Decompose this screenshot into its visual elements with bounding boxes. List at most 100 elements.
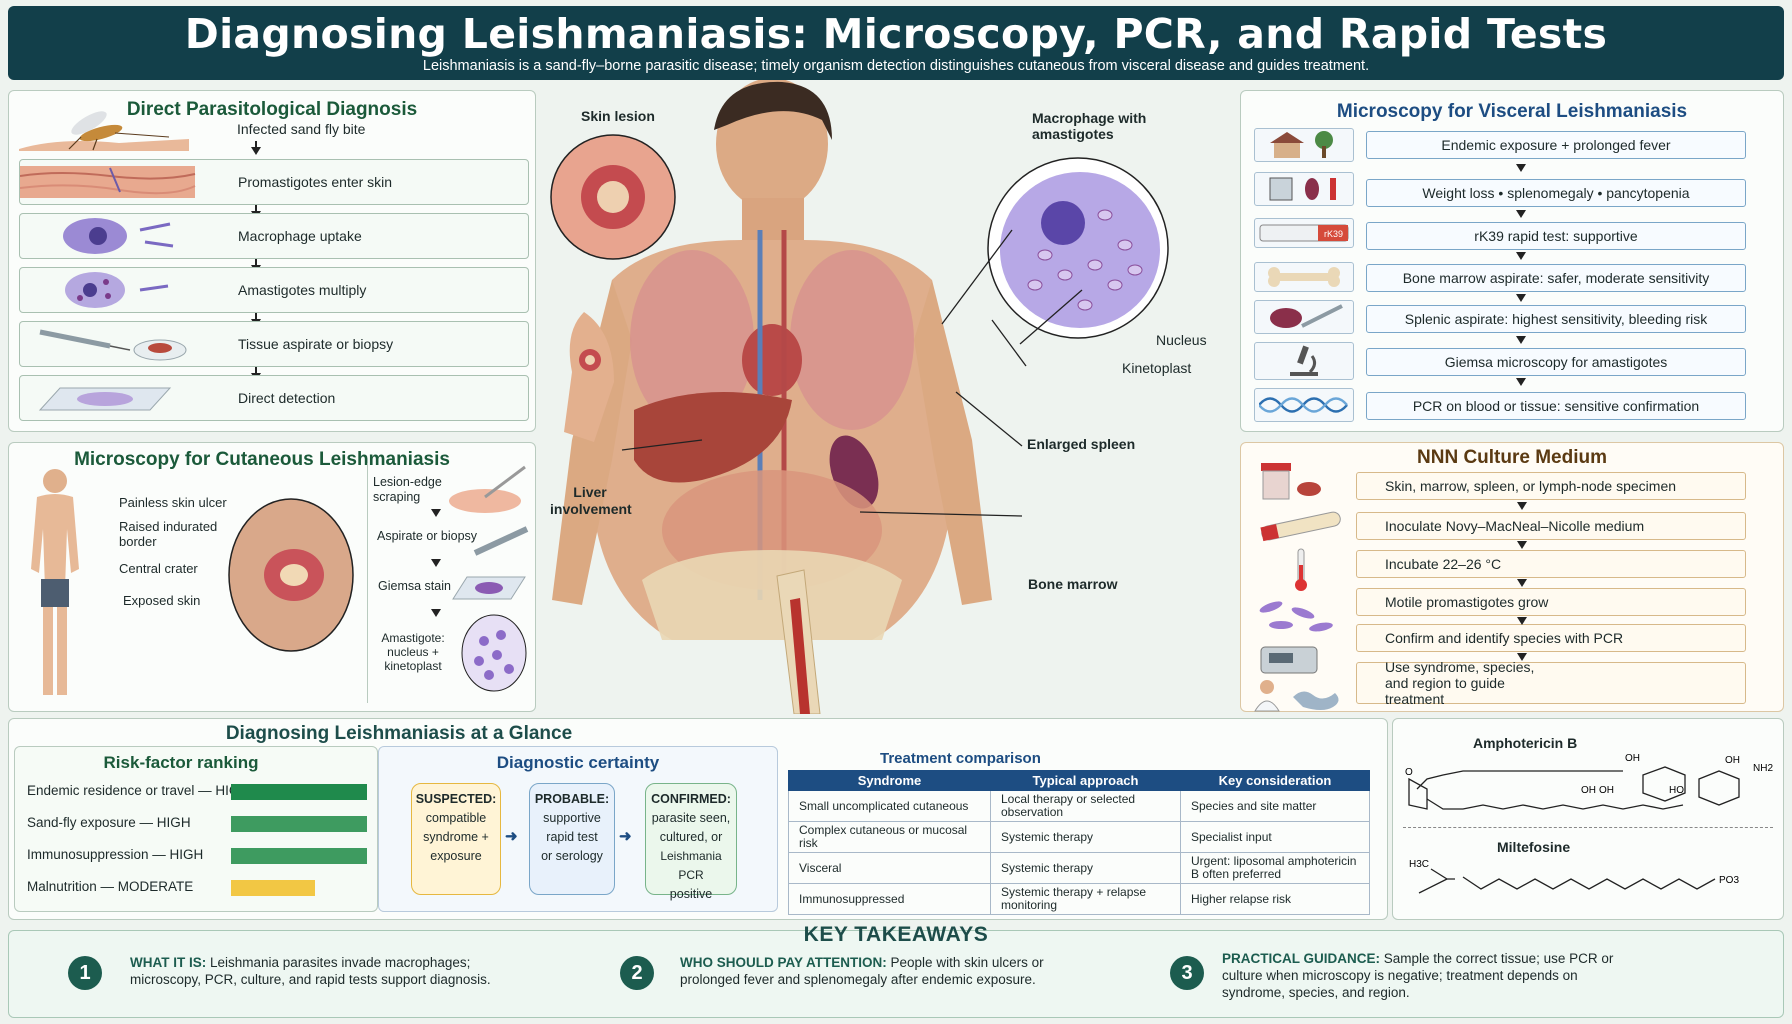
nnn-step-3: Incubate 22–26 °C (1356, 550, 1746, 578)
page-subtitle: Leishmaniasis is a sand-fly–borne parasi… (422, 58, 1370, 74)
rapid-test-icon: rK39 (1254, 218, 1354, 248)
svg-text:OH: OH (1599, 785, 1614, 796)
takeaways-title: KEY TAKEAWAYS (803, 923, 989, 946)
thermometer-icon (1295, 548, 1307, 591)
nnn-step-1: Skin, marrow, spleen, or lymph-node spec… (1356, 472, 1746, 500)
direct-step-4: Amastigotes multiply (238, 282, 367, 298)
macrophage-label: Macrophage with amastigotes (1032, 110, 1147, 142)
amastigote-cell-icon (65, 272, 169, 308)
risk-label-2: Sand-fly exposure — HIGH (27, 815, 191, 830)
cut-body-label-1: Painless skin ulcer (119, 495, 227, 510)
bone-icon (1254, 262, 1354, 292)
liver-label: Liver involvement (550, 484, 632, 517)
slide-icon (38, 387, 172, 411)
table-row: Complex cutaneous or mucosal risk System… (788, 821, 1370, 853)
svg-text:rK39: rK39 (1324, 229, 1343, 239)
spleen-label: Enlarged spleen (1027, 436, 1136, 452)
treatment-header-row: Syndrome Typical approach Key considerat… (788, 770, 1370, 791)
cut-step-3: Giemsa stain (378, 579, 451, 593)
direct-step-2-box: Promastigotes enter skin (19, 159, 529, 205)
drug-panel: Amphotericin B OH OH OH OH NH2 HO O Milt… (1392, 718, 1784, 920)
direct-step-4-box: Amastigotes multiply (19, 267, 529, 313)
treatment-header-key: Key consideration (1180, 770, 1370, 791)
table-row: Small uncomplicated cutaneous Local ther… (788, 790, 1370, 822)
nucleus-label: Nucleus (1156, 332, 1207, 348)
direct-step-6-box: Direct detection (19, 375, 529, 421)
page-title: Diagnosing Leishmaniasis: Microscopy, PC… (184, 10, 1608, 58)
promastigote-icon (1259, 601, 1333, 632)
cut-step-2: Aspirate or biopsy (377, 529, 478, 543)
amastigote-slide-icon (461, 614, 527, 692)
header-banner: Diagnosing Leishmaniasis: Microscopy, PC… (8, 6, 1784, 80)
scalpel-icon (449, 465, 526, 513)
nnn-step-6: Use syndrome, species, and region to gui… (1356, 659, 1746, 707)
visceral-step-3: rK39 rapid test: supportive (1366, 222, 1746, 250)
visceral-step-4: Bone marrow aspirate: safer, moderate se… (1366, 264, 1746, 292)
nnn-step-5: Confirm and identify species with PCR (1356, 624, 1746, 652)
macrophage-icon (63, 218, 174, 254)
takeaway-1-text: WHAT IT IS: Leishmania parasites invade … (130, 955, 491, 987)
svg-text:OH: OH (1625, 753, 1640, 764)
microscope-icon (1254, 342, 1354, 380)
risk-label-3: Immunosuppression — HIGH (27, 847, 204, 862)
risk-label-1: Endemic residence or travel — HIGH (27, 783, 250, 798)
visceral-step-7: PCR on blood or tissue: sensitive confir… (1366, 392, 1746, 420)
nnn-step-4: Motile promastigotes grow (1356, 588, 1746, 616)
certainty-title: Diagnostic certainty (496, 753, 660, 772)
cut-body-label-2: Raised indurated border (119, 519, 218, 549)
drug-miltefosine-label: Miltefosine (1497, 839, 1571, 855)
takeaway-2-text: WHO SHOULD PAY ATTENTION: People with sk… (680, 955, 1044, 987)
house-tree-icon (1254, 128, 1354, 162)
skin-lesion-label: Skin lesion (581, 108, 655, 124)
certainty-arrow-1: ➜ (505, 828, 518, 845)
doctor-globe-icon (1254, 680, 1339, 712)
svg-text:NH2: NH2 (1753, 763, 1773, 774)
certainty-arrow-2: ➜ (619, 828, 632, 845)
certainty-probable: PROBABLE: supportive rapid test or serol… (529, 783, 615, 895)
human-anatomy-illustration (552, 80, 992, 714)
risk-bar-3 (231, 848, 367, 864)
takeaway-2-number: 2 (620, 956, 654, 990)
direct-step-3: Macrophage uptake (238, 228, 362, 244)
treatment-header-syndrome: Syndrome (788, 770, 991, 791)
svg-text:OH: OH (1725, 755, 1740, 766)
certainty-panel: Diagnostic certainty SUSPECTED: compatib… (378, 746, 778, 912)
skin-ulcer-closeup (228, 498, 354, 652)
direct-step-6: Direct detection (238, 390, 336, 406)
cut-step-1: Lesion-edge scraping (373, 475, 442, 504)
treatment-table: Syndrome Typical approach Key considerat… (788, 770, 1370, 915)
svg-text:PO3: PO3 (1719, 875, 1739, 886)
visceral-step-1: Endemic exposure + prolonged fever (1366, 131, 1746, 159)
svg-text:H3C: H3C (1409, 859, 1429, 870)
direct-step-5-box: Tissue aspirate or biopsy (19, 321, 529, 367)
macrophage-circle (987, 157, 1169, 339)
takeaways-panel: KEY TAKEAWAYS (8, 923, 1784, 1018)
specimen-jar-icon (1261, 463, 1321, 500)
arm-lesion-icon (564, 312, 614, 442)
certainty-suspected: SUSPECTED: compatible syndrome + exposur… (411, 783, 501, 895)
scale-spleen-icon (1254, 172, 1354, 206)
direct-diagnosis-title: Direct Parasitological Diagnosis (126, 99, 418, 120)
cutaneous-title: Microscopy for Cutaneous Leishmaniasis (74, 449, 450, 470)
human-figure-icon (31, 469, 79, 695)
drug-amphotericin-label: Amphotericin B (1473, 735, 1578, 751)
cutaneous-panel: Microscopy for Cutaneous Leishmaniasis P… (8, 442, 536, 712)
culture-tube-icon (1260, 511, 1341, 542)
direct-step-1: Infected sand fly bite (237, 121, 366, 137)
cut-step-4: Amastigote: nucleus + kinetoplast (381, 631, 445, 673)
risk-label-4: Malnutrition — MODERATE (27, 879, 194, 894)
stained-slide-icon (452, 576, 526, 600)
skin-lesion-circle (550, 134, 676, 260)
pcr-machine-icon (1260, 646, 1318, 674)
table-row: Immunosuppressed Systemic therapy + rela… (788, 883, 1370, 915)
visceral-title: Microscopy for Visceral Leishmaniasis (1336, 101, 1688, 122)
takeaway-1-number: 1 (68, 956, 102, 990)
takeaway-3-text: PRACTICAL GUIDANCE: Sample the correct t… (1222, 951, 1614, 1000)
takeaway-3-number: 3 (1170, 956, 1204, 990)
spleen-needle-icon (1254, 300, 1354, 334)
certainty-confirmed: CONFIRMED: parasite seen, cultured, or L… (645, 783, 737, 901)
cut-body-label-4: Exposed skin (123, 593, 201, 608)
skin-layer-icon (20, 166, 196, 198)
miltefosine-structure: H3C PO3 (1409, 859, 1739, 894)
risk-bar-2 (231, 816, 367, 832)
